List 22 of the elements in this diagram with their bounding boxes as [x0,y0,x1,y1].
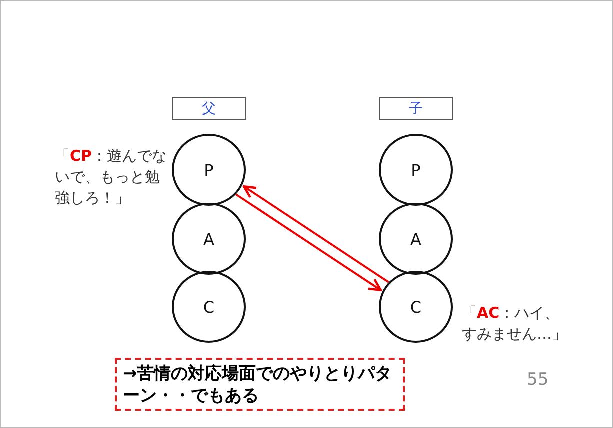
node-label: A [204,230,214,248]
ego-state-circle [172,134,246,206]
speech-text: 「AC：ハイ、すみません…」 [462,303,568,345]
ego-state-circle [172,203,246,275]
node-label: 父 [202,100,216,118]
node-label: P [411,160,421,180]
ego-state-circle [379,271,453,343]
node-label: C [410,298,422,316]
node-label: P [204,160,214,180]
note-box [115,358,405,411]
node-label: C [203,298,215,316]
node-label: A [410,230,422,248]
arrow [242,186,390,284]
ego-state-circle [379,134,453,206]
ego-state-circle [379,203,453,275]
arrow [236,194,382,292]
node-label: 子 [409,100,423,118]
ego-state-circle [172,271,246,343]
label-box [172,97,246,120]
speech-text: 「CP：遊んでないで、もっと勉強しろ！」 [55,146,167,209]
note-text: →苦情の対応場面でのやりとりパターン・・でもある [123,362,394,406]
label-box [379,97,453,120]
